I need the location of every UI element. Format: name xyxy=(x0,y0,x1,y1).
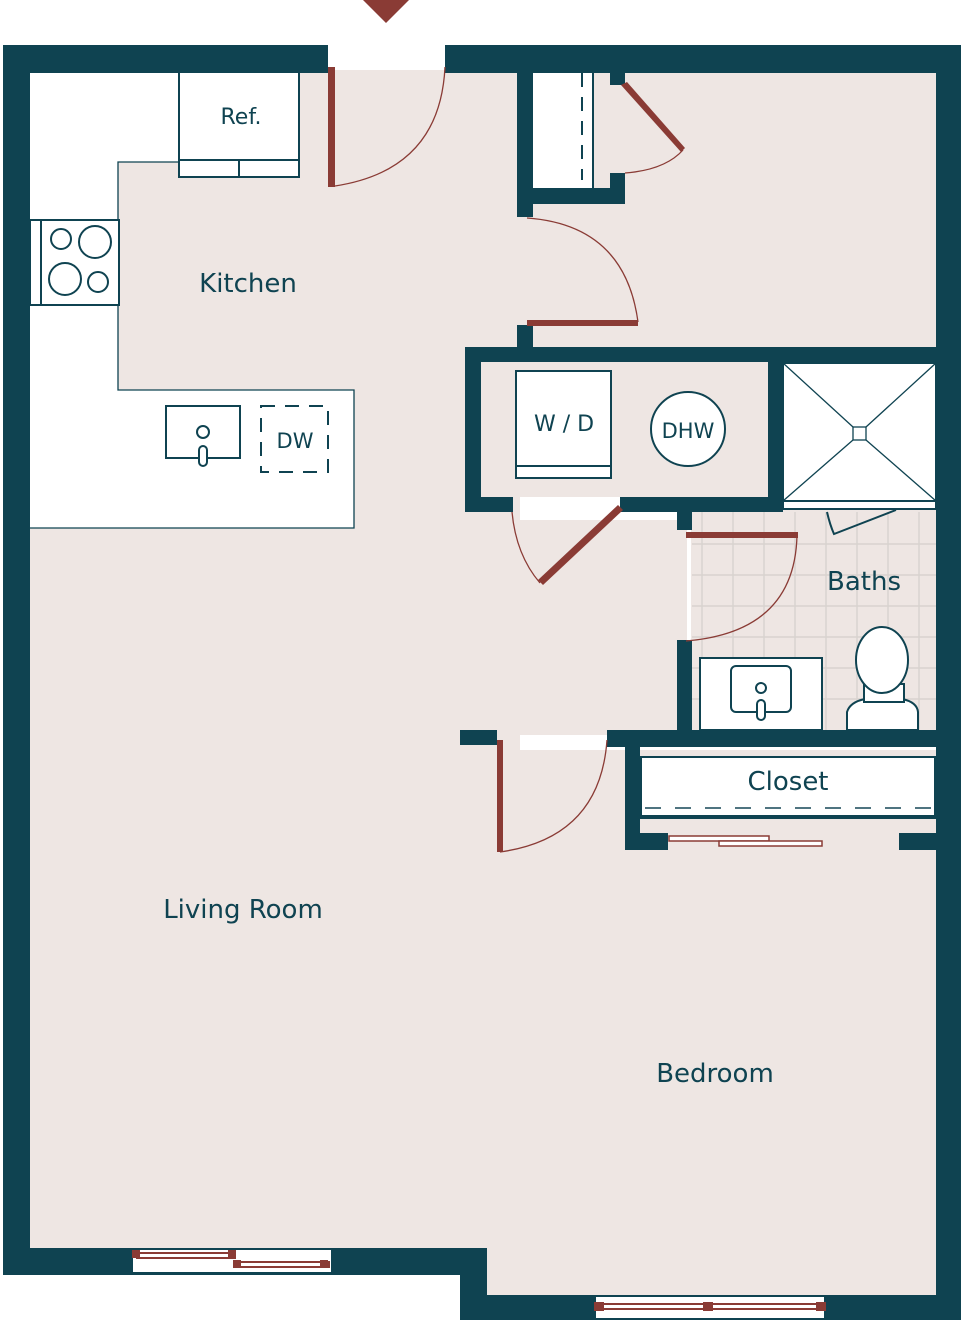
kitchen-counters xyxy=(30,73,355,529)
dishwasher: DW xyxy=(260,405,329,473)
entry-door[interactable] xyxy=(328,66,446,187)
refrigerator: Ref. xyxy=(178,71,300,178)
water-heater: DHW xyxy=(650,391,726,467)
living-room-window[interactable] xyxy=(132,1250,331,1272)
bath-door[interactable] xyxy=(685,532,798,642)
cooktop xyxy=(29,219,120,306)
toilet xyxy=(846,626,919,731)
entry-arrow-icon xyxy=(363,0,409,23)
faucet-icon xyxy=(196,425,210,439)
shower xyxy=(782,362,937,536)
bedroom-label: Bedroom xyxy=(656,1059,774,1089)
bedroom-door[interactable] xyxy=(497,739,608,853)
dishwasher-label: DW xyxy=(277,429,314,453)
burner-icon xyxy=(48,262,82,296)
kitchen-sink xyxy=(165,405,241,467)
closet-sliding-doors[interactable] xyxy=(668,835,823,847)
faucet-icon xyxy=(755,682,767,694)
burner-icon xyxy=(87,271,109,293)
kitchen-label: Kitchen xyxy=(199,269,297,299)
upper-room-door[interactable] xyxy=(526,217,639,326)
burner-icon xyxy=(50,228,72,250)
closet-label: Closet xyxy=(747,767,828,797)
baths-label: Baths xyxy=(827,567,901,597)
upper-closet-door[interactable] xyxy=(621,82,685,174)
washer-dryer-label: W / D xyxy=(534,412,594,437)
washer-dryer: W / D xyxy=(515,370,612,479)
drain-icon xyxy=(852,426,867,441)
floor-areas xyxy=(30,70,936,1295)
upper-closet xyxy=(533,73,594,188)
bedroom-window[interactable] xyxy=(594,1297,826,1318)
refrigerator-label: Ref. xyxy=(221,105,262,130)
water-heater-label: DHW xyxy=(662,419,715,443)
bath-vanity xyxy=(699,657,823,731)
bedroom-closet: Closet xyxy=(639,756,937,819)
laundry-door[interactable] xyxy=(511,505,623,585)
living-room-label: Living Room xyxy=(163,895,323,925)
interior-walls xyxy=(460,73,936,850)
burner-icon xyxy=(78,225,112,259)
